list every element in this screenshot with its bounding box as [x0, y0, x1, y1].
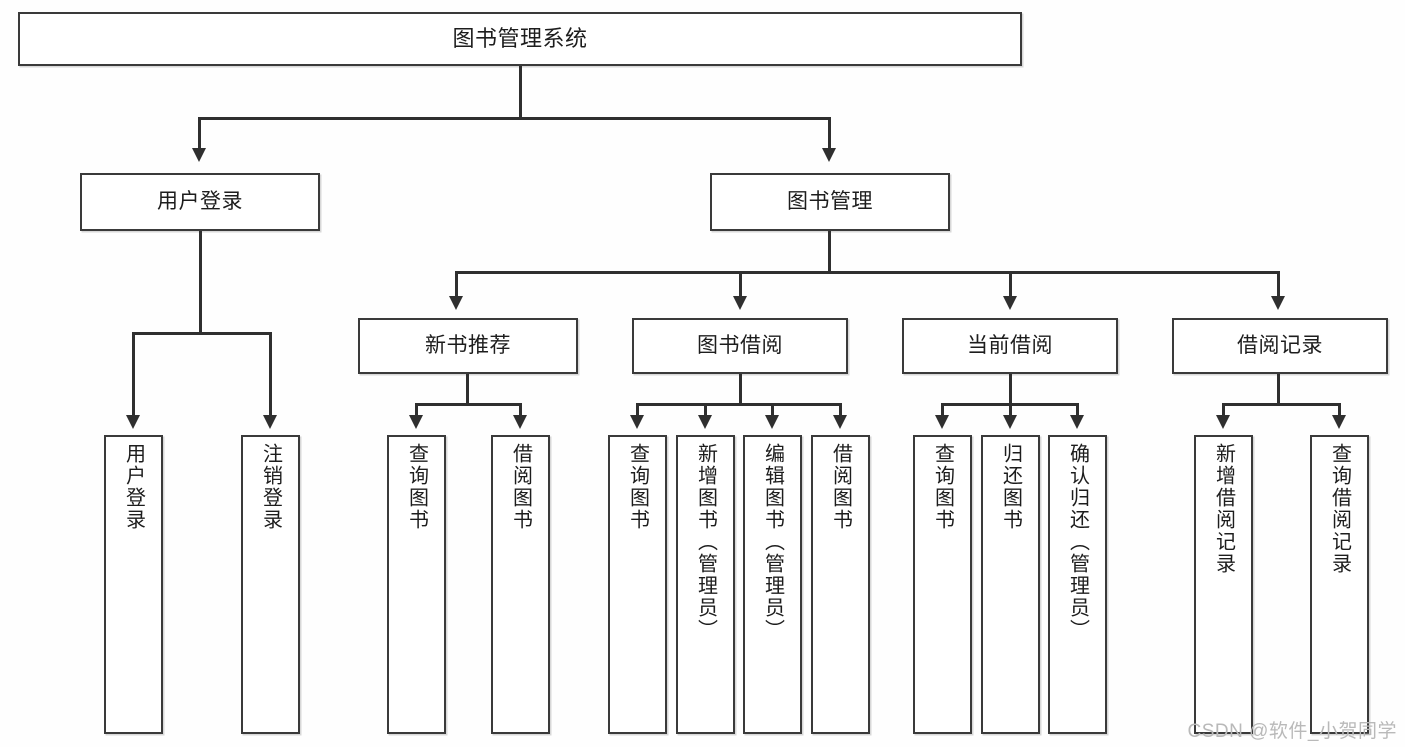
- arrow-root-to-book-management: [822, 148, 836, 162]
- arrow-bm-to-book-borrow: [733, 296, 747, 310]
- node-new-book-recommend[interactable]: 新书推荐: [358, 318, 578, 374]
- node-label: 用户登录: [157, 190, 243, 214]
- leaf-current-borrow-return[interactable]: 归还图书: [981, 435, 1040, 734]
- leaf-label: 新增借阅记录: [1212, 443, 1235, 575]
- connector-book-borrow-to-leaf-1: [636, 403, 639, 418]
- leaf-user-login-logout[interactable]: 注销登录: [241, 435, 300, 734]
- connector-book-borrow-to-leaf-2: [704, 403, 707, 418]
- arrow-new-book-to-leaf-2: [513, 415, 527, 429]
- leaf-label: 注销登录: [259, 443, 282, 531]
- arrow-current-borrow-to-leaf-2: [1003, 415, 1017, 429]
- connector-current-borrow-to-leaf-1: [941, 403, 944, 418]
- arrow-user-login-to-leaf-2: [263, 415, 277, 429]
- leaf-label: 确认归还（管理员）: [1066, 443, 1089, 641]
- arrow-current-borrow-to-leaf-3: [1070, 415, 1084, 429]
- connector-current-borrow-to-leaf-2: [1009, 403, 1012, 418]
- leaf-label: 查询借阅记录: [1328, 443, 1351, 575]
- connector-bm-to-borrow-record: [1277, 271, 1280, 299]
- connector-bm-to-new-book: [455, 271, 458, 299]
- watermark: CSDN @软件_小贺同学: [1187, 721, 1397, 742]
- arrow-borrow-record-to-leaf-1: [1216, 415, 1230, 429]
- connector-bm-to-book-borrow: [739, 271, 742, 299]
- connector-new-book-bar: [415, 403, 521, 406]
- leaf-new-book-query[interactable]: 查询图书: [387, 435, 446, 734]
- leaf-label: 借阅图书: [829, 443, 852, 531]
- leaf-book-borrow-borrow[interactable]: 借阅图书: [811, 435, 870, 734]
- node-label: 图书管理系统: [452, 25, 588, 51]
- connector-borrow-record-bar: [1222, 403, 1340, 406]
- connector-user-login-bar: [132, 332, 271, 335]
- leaf-label: 用户登录: [122, 443, 145, 531]
- arrow-book-borrow-to-leaf-4: [833, 415, 847, 429]
- leaf-book-borrow-add[interactable]: 新增图书（管理员）: [676, 435, 735, 734]
- connector-bm-to-current-borrow: [1009, 271, 1012, 299]
- connector-user-login-stem: [199, 231, 202, 334]
- connector-root-bar: [198, 117, 830, 120]
- connector-root-to-user-login: [198, 117, 201, 152]
- arrow-root-to-user-login: [192, 148, 206, 162]
- connector-current-borrow-to-leaf-3: [1076, 403, 1079, 418]
- connector-borrow-record-stem: [1277, 374, 1280, 406]
- arrow-bm-to-current-borrow: [1003, 296, 1017, 310]
- leaf-borrow-record-add[interactable]: 新增借阅记录: [1194, 435, 1253, 734]
- connector-book-management-bar: [455, 271, 1279, 274]
- node-borrow-record[interactable]: 借阅记录: [1172, 318, 1388, 374]
- connector-book-borrow-to-leaf-4: [839, 403, 842, 418]
- connector-new-book-to-leaf-1: [415, 403, 418, 418]
- arrow-book-borrow-to-leaf-3: [765, 415, 779, 429]
- connector-borrow-record-to-leaf-1: [1222, 403, 1225, 418]
- leaf-label: 查询图书: [931, 443, 954, 531]
- connector-user-login-to-leaf-1: [132, 332, 135, 418]
- connector-borrow-record-to-leaf-2: [1338, 403, 1341, 418]
- connector-book-borrow-to-leaf-3: [771, 403, 774, 418]
- node-label: 新书推荐: [425, 334, 511, 358]
- connector-root-stem: [519, 66, 522, 118]
- arrow-bm-to-borrow-record: [1271, 296, 1285, 310]
- leaf-borrow-record-query[interactable]: 查询借阅记录: [1310, 435, 1369, 734]
- connector-root-to-book-management: [828, 117, 831, 152]
- connector-new-book-to-leaf-2: [519, 403, 522, 418]
- arrow-current-borrow-to-leaf-1: [935, 415, 949, 429]
- arrow-book-borrow-to-leaf-1: [630, 415, 644, 429]
- node-book-borrow[interactable]: 图书借阅: [632, 318, 848, 374]
- leaf-current-borrow-query[interactable]: 查询图书: [913, 435, 972, 734]
- arrow-bm-to-new-book: [449, 296, 463, 310]
- node-root-book-management-system[interactable]: 图书管理系统: [18, 12, 1022, 66]
- leaf-book-borrow-query[interactable]: 查询图书: [608, 435, 667, 734]
- connector-current-borrow-stem: [1009, 374, 1012, 406]
- connector-book-borrow-bar: [636, 403, 841, 406]
- leaf-user-login-login[interactable]: 用户登录: [104, 435, 163, 734]
- node-label: 图书借阅: [697, 334, 783, 358]
- leaf-label: 归还图书: [999, 443, 1022, 531]
- leaf-label: 新增图书（管理员）: [694, 443, 717, 641]
- node-label: 当前借阅: [967, 334, 1053, 358]
- leaf-current-borrow-confirm-return[interactable]: 确认归还（管理员）: [1048, 435, 1107, 734]
- leaf-label: 查询图书: [405, 443, 428, 531]
- node-current-borrow[interactable]: 当前借阅: [902, 318, 1118, 374]
- node-user-login[interactable]: 用户登录: [80, 173, 320, 231]
- node-book-management[interactable]: 图书管理: [710, 173, 950, 231]
- connector-new-book-stem: [466, 374, 469, 406]
- connector-user-login-to-leaf-2: [269, 332, 272, 418]
- leaf-label: 查询图书: [626, 443, 649, 531]
- node-label: 图书管理: [787, 190, 873, 214]
- arrow-borrow-record-to-leaf-2: [1332, 415, 1346, 429]
- connector-book-management-stem: [828, 231, 831, 274]
- leaf-label: 编辑图书（管理员）: [761, 443, 784, 641]
- leaf-label: 借阅图书: [509, 443, 532, 531]
- leaf-new-book-borrow[interactable]: 借阅图书: [491, 435, 550, 734]
- connector-book-borrow-stem: [739, 374, 742, 406]
- arrow-user-login-to-leaf-1: [126, 415, 140, 429]
- node-label: 借阅记录: [1237, 334, 1323, 358]
- arrow-book-borrow-to-leaf-2: [698, 415, 712, 429]
- arrow-new-book-to-leaf-1: [409, 415, 423, 429]
- leaf-book-borrow-edit[interactable]: 编辑图书（管理员）: [743, 435, 802, 734]
